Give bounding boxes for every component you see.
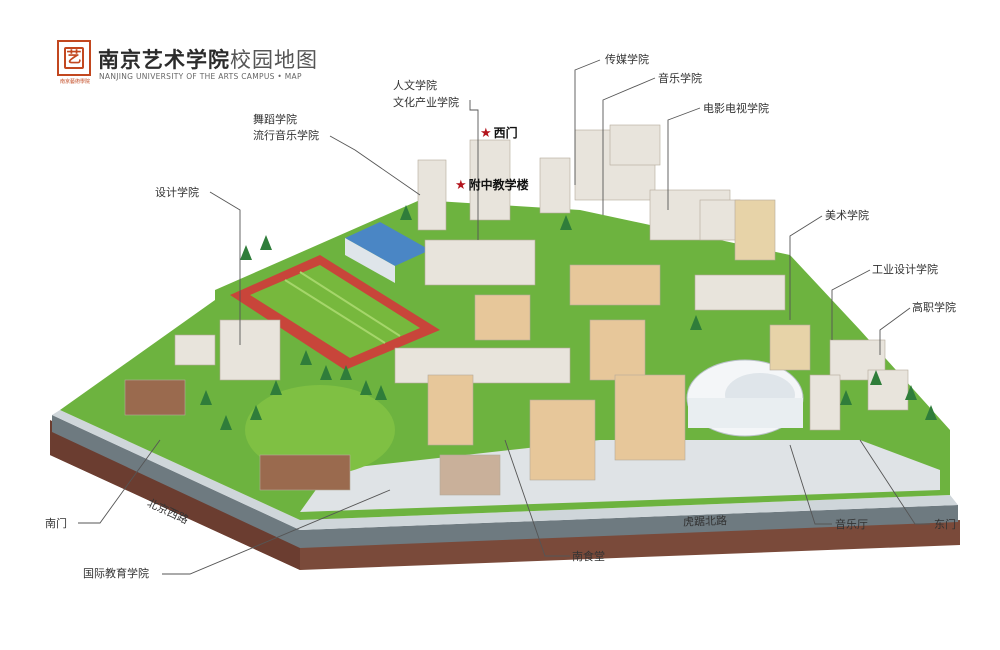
label-gaozhi: 高职学院 — [912, 301, 956, 314]
label-yinyue: 音乐学院 — [658, 72, 702, 85]
road-band — [52, 415, 958, 548]
gymnasium — [345, 222, 430, 283]
label-wenhua: 文化产业学院 — [393, 96, 459, 109]
label-nanmen: 南门 — [45, 517, 67, 530]
star-icon: ★ — [455, 178, 467, 193]
title-main: 南京艺术学院 — [98, 48, 230, 72]
title-sub: 校园地图 — [230, 48, 318, 72]
concert-hall — [686, 359, 804, 437]
map-subtitle: NANJING UNIVERSITY OF THE ARTS CAMPUS • … — [99, 72, 302, 81]
label-dianying: 电影电视学院 — [703, 102, 769, 115]
label-dongmen: 东门 — [934, 518, 956, 531]
label-guoji: 国际教育学院 — [83, 567, 149, 580]
road-huju-beilu: 虎踞北路 — [682, 514, 728, 529]
label-liuxing: 流行音乐学院 — [253, 129, 319, 142]
label-sheji: 设计学院 — [155, 186, 199, 199]
green-hill — [245, 385, 395, 475]
label-meishu: 美术学院 — [825, 209, 869, 222]
label-nanshitang: 南食堂 — [572, 550, 605, 563]
logo-glyph: 艺 — [66, 48, 82, 66]
label-renwen: 人文学院 — [393, 79, 437, 92]
trees — [200, 205, 937, 430]
label-chuanmei: 传媒学院 — [605, 53, 649, 66]
label-wudao: 舞蹈学院 — [253, 113, 297, 126]
label-ximen-text: 西门 — [493, 126, 518, 140]
map-title: 南京艺术学院校园地图 — [98, 44, 318, 74]
label-fuzhong-text: 附中教学楼 — [468, 178, 529, 192]
label-ximen: ★西门 — [480, 126, 518, 141]
sports-field — [230, 255, 440, 370]
logo-caption: 南京藝術學院 — [59, 79, 90, 85]
buildings — [124, 124, 909, 496]
star-icon: ★ — [480, 126, 492, 141]
label-fuzhong: ★附中教学楼 — [455, 178, 529, 193]
label-yinyueting: 音乐厅 — [835, 518, 868, 531]
label-gongye: 工业设计学院 — [872, 263, 938, 276]
leader-lines — [78, 59, 930, 575]
university-logo: 艺 — [57, 40, 91, 76]
